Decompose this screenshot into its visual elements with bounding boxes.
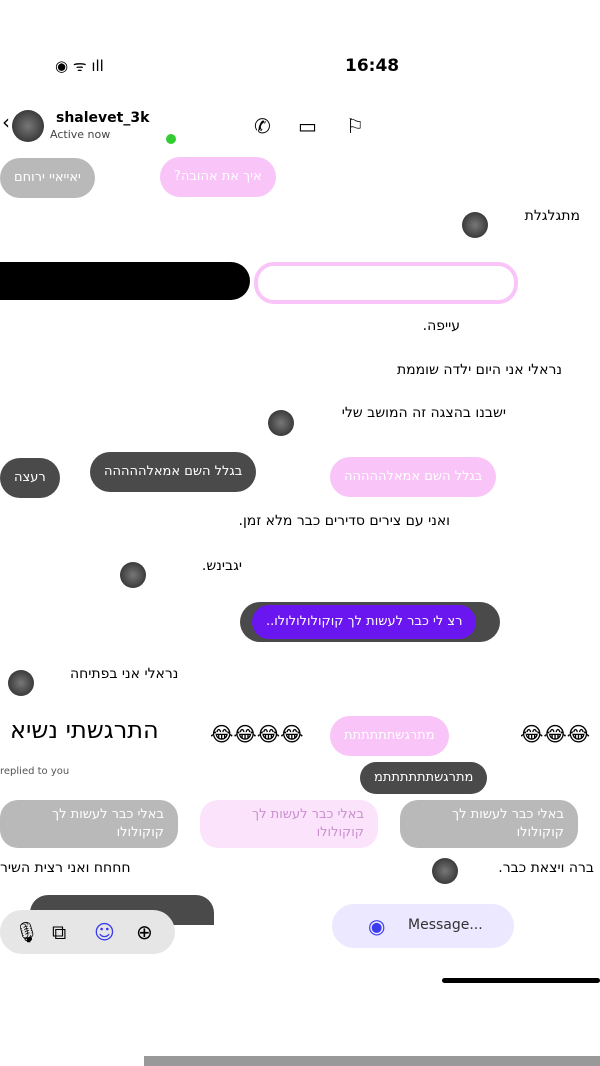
message-bubble[interactable]: בגלל השם אמאלההההה [90,452,257,492]
message-bubble[interactable]: באלי כבר לעשות לך קוקולולו [400,800,578,848]
message-text[interactable]: יגבינש. [201,558,242,574]
message-text[interactable]: ברה ויצאת כבר. [498,860,594,876]
bottom-bar [144,1056,600,1066]
flag-icon[interactable]: ⚐ [346,114,364,138]
online-indicator [166,134,176,144]
emoji-reaction: 😂😂😂 [520,722,591,746]
plus-icon[interactable]: ⊕ [136,920,153,944]
message-input[interactable]: ◉ Message... [332,904,514,948]
message-bubble[interactable]: באלי כבר לעשות לך קוקולולו [200,800,378,848]
emoji-reaction: 😂😂😂😂 [210,722,304,746]
message-bubble-dark[interactable] [0,262,250,300]
avatar [462,212,488,238]
message-text[interactable]: ואני עם צירים סדירים כבר מלא זמן. [238,513,450,529]
message-bubble-outline[interactable] [254,262,518,304]
chevron-left-icon[interactable]: ‹ [2,110,10,134]
gallery-icon[interactable]: ⧉ [52,920,67,944]
phone-icon[interactable]: ✆ [254,114,271,138]
reply-label: replied to you [0,766,70,777]
avatar[interactable] [12,110,44,142]
message-bubble[interactable]: באלי כבר לעשות לך קוקולולו [0,800,178,848]
message-text[interactable]: נראלי אני בפתיחה [70,666,179,682]
composer-toolbar: 🎙 ⧉ ☺ ⊕ [0,910,175,954]
home-indicator [442,978,600,983]
avatar [120,562,146,588]
message-text[interactable]: חחחח ואני רצית השיר [0,860,131,876]
message-text[interactable]: עייפה. [422,318,460,334]
mic-icon[interactable]: 🎙 [14,920,40,944]
status-icons: ◉ ᯤ ıll [55,57,104,75]
message-bubble[interactable]: איך את אהובה? [160,157,276,197]
video-icon[interactable]: ▭ [298,114,317,138]
username[interactable]: shalevet_3k [56,110,150,126]
avatar [268,410,294,436]
active-status: Active now [50,128,111,141]
message-text[interactable]: מתגלגלת [524,208,580,224]
message-bubble[interactable]: מתרגשתתתתתת [330,716,449,756]
message-text[interactable]: נראלי אני היום ילדה שוממת [396,362,562,378]
avatar [8,670,34,696]
status-time: 16:48 [345,56,400,76]
message-bubble[interactable]: רצ לי כבר לעשות לך קוקולולולולו.. [252,605,477,639]
message-bubble[interactable]: בגלל השם אמאלההההה [330,457,497,497]
message-text-large[interactable]: התרגשתי נשיא [10,716,159,744]
message-bubble[interactable]: יאייאיי ירוחם [0,158,95,198]
camera-icon[interactable]: ◉ [368,914,386,938]
sticker-icon[interactable]: ☺ [94,920,115,944]
avatar [432,858,458,884]
message-bubble[interactable]: מתרגשתתתתתתמ [360,762,488,794]
message-bubble[interactable]: רעצה [0,458,60,498]
message-placeholder: Message... [408,917,483,933]
message-text[interactable]: ישבנו בהצגה זה המושב שלי [341,405,506,421]
